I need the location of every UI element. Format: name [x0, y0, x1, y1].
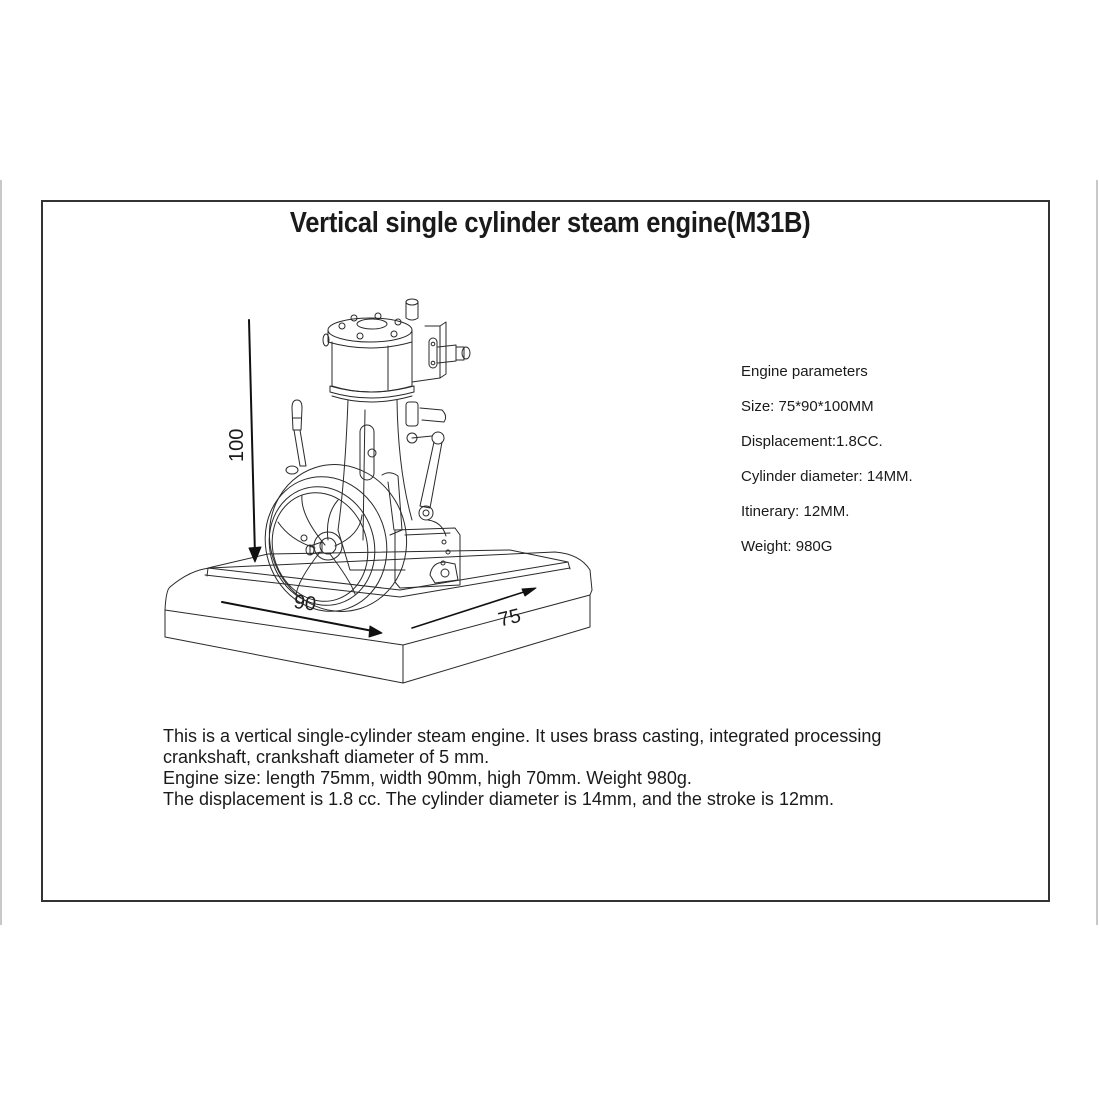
description-line: Engine size: length 75mm, width 90mm, hi… — [163, 768, 692, 788]
engine-cylinder — [322, 298, 471, 403]
left-edge-line — [0, 180, 2, 925]
description-line: The displacement is 1.8 cc. The cylinder… — [163, 789, 834, 809]
param-cylinder-diameter: Cylinder diameter: 14MM. — [741, 468, 913, 485]
dimension-arrow-height — [248, 319, 262, 563]
engine-description: This is a vertical single-cylinder steam… — [163, 726, 1023, 810]
param-displacement: Displacement:1.8CC. — [741, 433, 883, 450]
spec-sheet-frame — [41, 200, 1050, 902]
right-edge-line — [1096, 180, 1098, 925]
description-line: crankshaft, crankshaft diameter of 5 mm. — [163, 747, 490, 767]
dimension-arrow-width — [221, 601, 383, 638]
param-size: Size: 75*90*100MM — [741, 398, 874, 415]
dimension-arrow-depth — [411, 587, 537, 629]
dimension-height-label: 100 — [226, 429, 248, 462]
valve-linkage — [405, 401, 447, 537]
lever-handle — [285, 399, 307, 475]
description-line: This is a vertical single-cylinder steam… — [163, 726, 882, 746]
page-title: Vertical single cylinder steam engine(M3… — [289, 207, 811, 239]
param-weight: Weight: 980G — [741, 538, 833, 555]
param-itinerary: Itinerary: 12MM. — [741, 503, 850, 520]
flywheel — [264, 464, 408, 612]
parameters-heading: Engine parameters — [741, 363, 868, 380]
dimension-depth-label: 75 — [496, 605, 523, 632]
engine-drawing: 100 90 75 — [164, 298, 593, 684]
base-plinth — [164, 549, 593, 684]
engine-standard — [337, 399, 461, 589]
engine-parameters: Engine parameters Size: 75*90*100MM Disp… — [741, 362, 1001, 572]
